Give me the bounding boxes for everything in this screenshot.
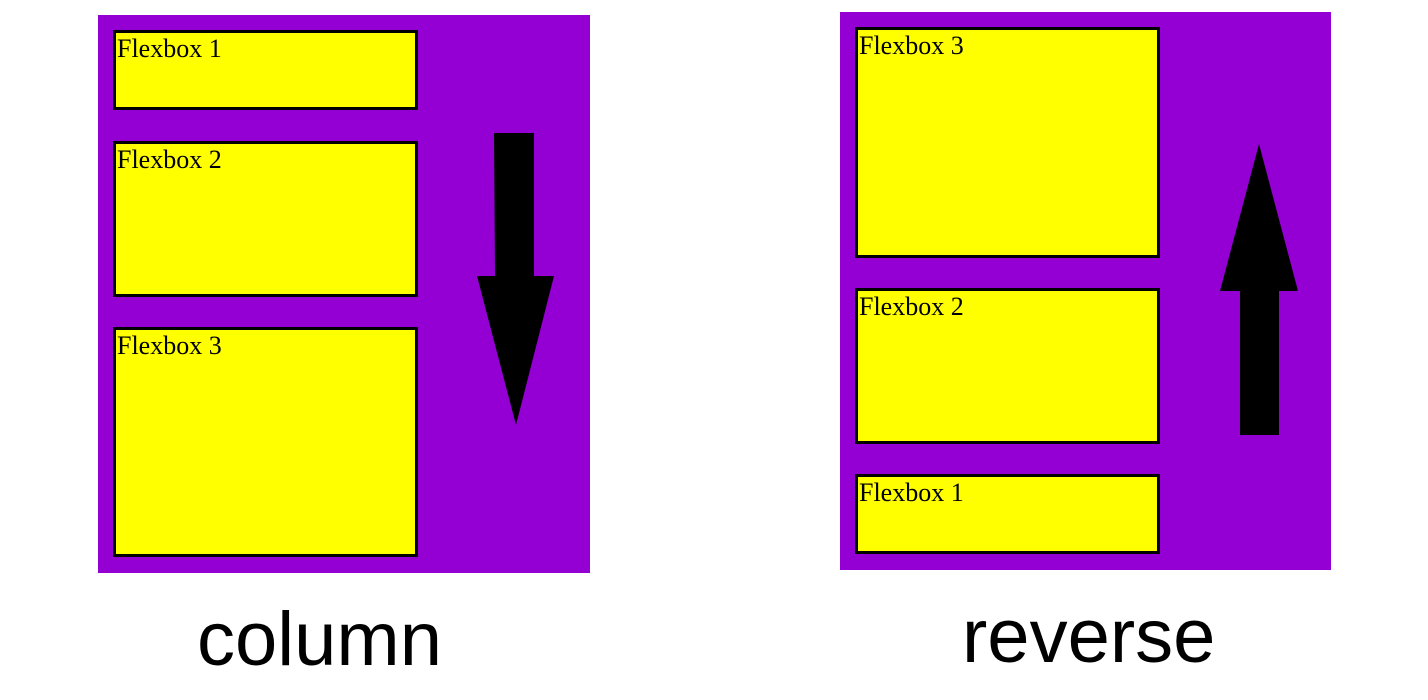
flexbox-item: Flexbox 2	[855, 288, 1160, 444]
flexbox-item: Flexbox 1	[855, 474, 1160, 554]
flexbox-item: Flexbox 3	[113, 327, 418, 557]
flexbox-label: Flexbox 1	[117, 34, 222, 63]
flexbox-label: Flexbox 2	[117, 145, 222, 174]
column-caption: column	[197, 597, 442, 682]
arrow-down-icon	[477, 133, 554, 425]
flexbox-item: Flexbox 2	[113, 141, 418, 297]
flexbox-label: Flexbox 3	[859, 31, 964, 60]
reverse-caption: reverse	[962, 594, 1216, 679]
flexbox-label: Flexbox 3	[117, 331, 222, 360]
flexbox-label: Flexbox 2	[859, 292, 964, 321]
column-reverse-container: Flexbox 3 Flexbox 2 Flexbox 1	[840, 12, 1331, 570]
column-container: Flexbox 1 Flexbox 2 Flexbox 3	[98, 15, 590, 573]
flexbox-item: Flexbox 3	[855, 27, 1160, 258]
flexbox-label: Flexbox 1	[859, 478, 964, 507]
arrow-up-icon	[1220, 144, 1298, 435]
flexbox-item: Flexbox 1	[113, 30, 418, 110]
